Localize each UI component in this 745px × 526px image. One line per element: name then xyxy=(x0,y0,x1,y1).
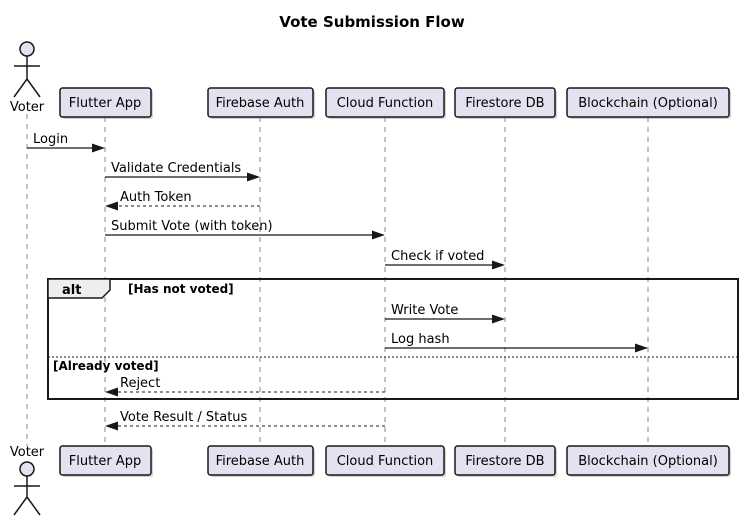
participant-label: Firebase Auth xyxy=(216,454,305,469)
participant-label: Blockchain (Optional) xyxy=(578,454,718,469)
alt-operator-pentagon xyxy=(47,278,111,299)
participant-top-blockchain-optional: Blockchain (Optional) xyxy=(566,87,731,119)
message-login: Login xyxy=(27,132,105,153)
participant-bottom-cloud-function: Cloud Function xyxy=(325,445,446,477)
arrow-head-icon xyxy=(635,343,648,353)
participant-box xyxy=(566,445,730,476)
alt-guard-already-voted: [Already voted] xyxy=(53,359,159,373)
participant-bottom-flutter-app: Flutter App xyxy=(59,445,153,477)
arrow-head-icon xyxy=(492,314,505,324)
arrow-head-icon xyxy=(105,201,118,211)
participant-box xyxy=(454,87,556,118)
message-reject: Reject xyxy=(105,376,385,397)
participant-box xyxy=(566,87,730,118)
participant-box xyxy=(59,87,152,118)
message-label: Auth Token xyxy=(120,190,192,205)
participant-label: Flutter App xyxy=(69,454,141,469)
message-vote-result-status: Vote Result / Status xyxy=(105,410,385,431)
actor-head-icon xyxy=(19,461,35,477)
participant-box xyxy=(207,87,314,118)
arrow-head-icon xyxy=(105,387,118,397)
arrow-head-icon xyxy=(247,172,260,182)
message-auth-token: Auth Token xyxy=(105,190,260,211)
message-label: Log hash xyxy=(391,332,450,347)
participant-top-firebase-auth: Firebase Auth xyxy=(207,87,315,119)
actor-body-icon xyxy=(13,476,41,516)
actor-head-icon xyxy=(19,41,35,57)
participant-top-cloud-function: Cloud Function xyxy=(325,87,446,119)
actor-label: Voter xyxy=(10,100,45,115)
participant-label: Firestore DB xyxy=(465,454,544,469)
message-validate-credentials: Validate Credentials xyxy=(105,161,260,182)
actor-label: Voter xyxy=(10,445,45,460)
participant-box xyxy=(59,445,152,476)
message-label: Submit Vote (with token) xyxy=(111,219,273,234)
actor-voter-bottom: Voter xyxy=(10,445,45,516)
message-log-hash: Log hash xyxy=(385,332,648,353)
message-label: Write Vote xyxy=(391,303,458,318)
message-label: Reject xyxy=(120,376,160,391)
participant-label: Cloud Function xyxy=(337,96,434,111)
participant-label: Cloud Function xyxy=(337,454,434,469)
alt-operator-label: alt xyxy=(62,283,81,298)
alt-frame xyxy=(47,278,739,400)
participant-label: Firebase Auth xyxy=(216,96,305,111)
message-check-if-voted: Check if voted xyxy=(385,249,505,270)
actor-voter-top: Voter xyxy=(10,41,45,115)
message-label: Check if voted xyxy=(391,249,484,264)
participant-bottom-firestore-db: Firestore DB xyxy=(454,445,557,477)
message-label: Login xyxy=(33,132,68,147)
participant-label: Blockchain (Optional) xyxy=(578,96,718,111)
participant-label: Firestore DB xyxy=(465,96,544,111)
arrow-head-icon xyxy=(105,421,118,431)
alt-fragment: alt [Has not voted] [Already voted] xyxy=(47,278,739,400)
participant-top-flutter-app: Flutter App xyxy=(59,87,153,119)
actor-body-icon xyxy=(13,56,41,98)
alt-guard-has-not-voted: [Has not voted] xyxy=(128,282,234,296)
message-write-vote: Write Vote xyxy=(385,303,505,324)
message-submit-vote: Submit Vote (with token) xyxy=(105,219,385,240)
participant-label: Flutter App xyxy=(69,96,141,111)
arrow-head-icon xyxy=(492,260,505,270)
participant-box xyxy=(207,445,314,476)
message-label: Validate Credentials xyxy=(111,161,241,176)
message-label: Vote Result / Status xyxy=(120,410,248,425)
diagram-title: Vote Submission Flow xyxy=(279,13,465,31)
arrow-head-icon xyxy=(92,143,105,153)
participant-bottom-firebase-auth: Firebase Auth xyxy=(207,445,315,477)
arrow-head-icon xyxy=(372,230,385,240)
participant-box xyxy=(454,445,556,476)
participant-box xyxy=(325,445,445,476)
participant-box xyxy=(325,87,445,118)
participant-top-firestore-db: Firestore DB xyxy=(454,87,557,119)
participant-bottom-blockchain-optional: Blockchain (Optional) xyxy=(566,445,731,477)
